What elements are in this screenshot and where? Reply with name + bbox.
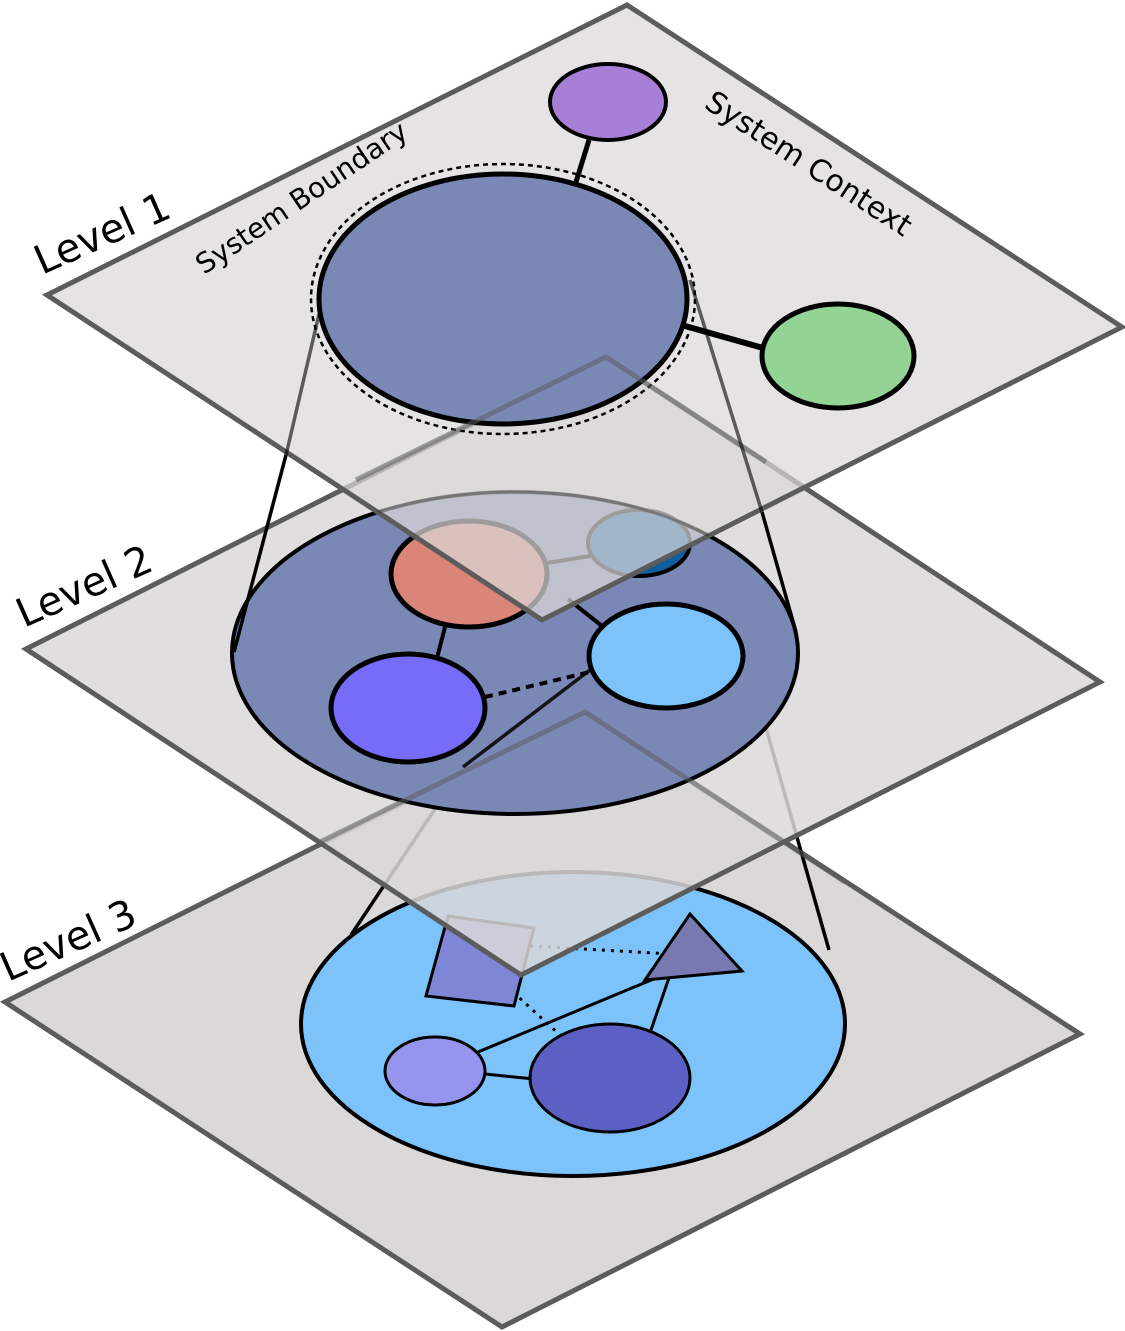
level-2-plane: Level 2: [9, 354, 1105, 978]
projection-lines-l1-l2: [232, 454, 798, 653]
container-violet-ellipse: [328, 651, 488, 765]
solid-connector: [477, 966, 681, 1054]
component-small-ellipse: [383, 1035, 487, 1107]
solid-connector: [435, 626, 447, 659]
level-1-plane: Level 1 System Boundary System Context: [27, 2, 1125, 623]
system-ellipse: [316, 171, 690, 427]
context-green-ellipse: [759, 301, 917, 411]
level-3-connectors: [477, 944, 691, 1081]
context-connector: [573, 139, 592, 183]
container-light-blue-ellipse: [586, 601, 746, 711]
level-2-overlay: [230, 354, 800, 620]
projection-lines-l2-l3-upper: [461, 668, 592, 769]
component-large-ellipse: [528, 1022, 692, 1134]
solid-connector: [484, 1072, 535, 1081]
component-triangle-shape: [641, 911, 746, 982]
context-connector: [677, 321, 764, 351]
level-3-overlay: [316, 709, 847, 885]
level-3-plane: Level 3: [0, 709, 1085, 1330]
dotted-connector: [484, 670, 591, 699]
context-purple-ellipse: [548, 62, 668, 142]
solid-connector: [649, 971, 673, 1031]
projection-lines-l1-l2-upper: [284, 279, 764, 513]
